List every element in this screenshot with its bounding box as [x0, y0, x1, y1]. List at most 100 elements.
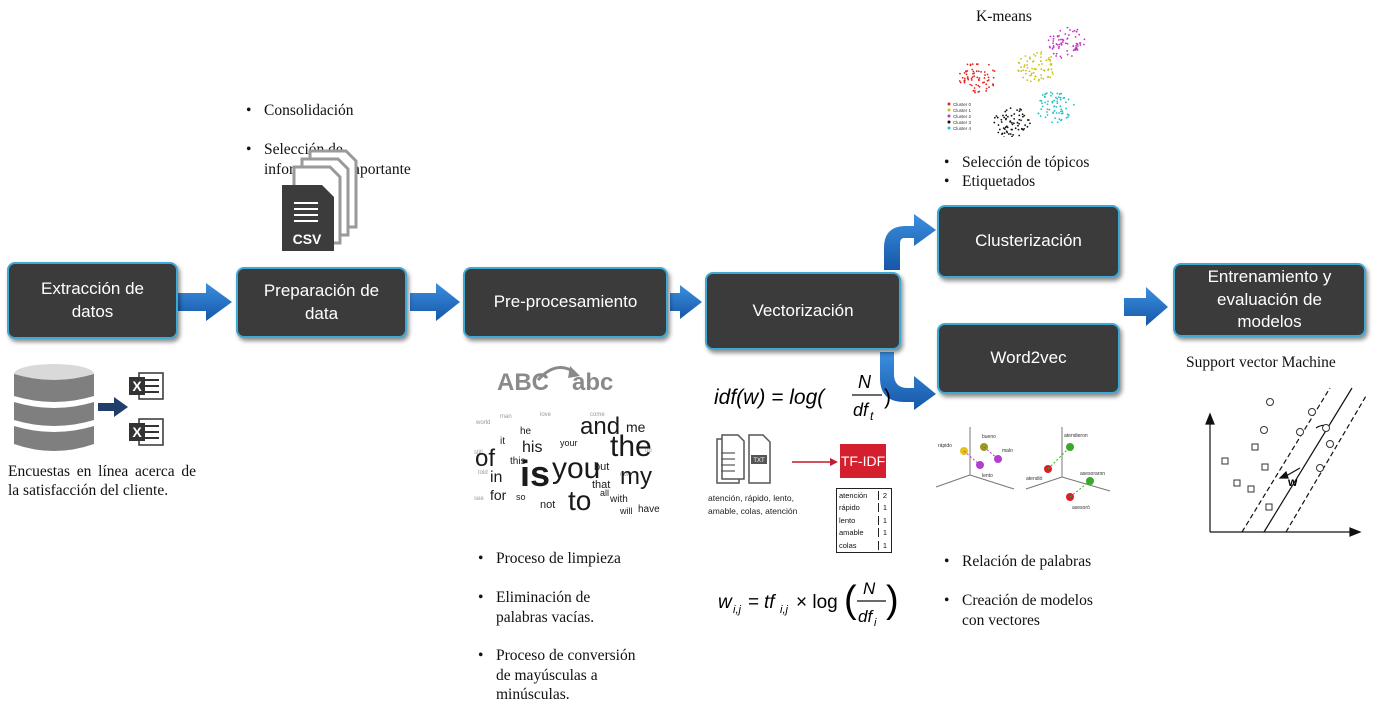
tfidf-term: lento [839, 515, 856, 525]
kmeans-point [1033, 78, 1036, 80]
svg-text:N: N [863, 579, 876, 598]
tfidf-value: 1 [878, 540, 891, 550]
step-preprocessing: Pre-procesamiento [463, 267, 668, 338]
kmeans-point [993, 121, 996, 124]
w2v-word: atendió [1026, 476, 1043, 482]
svg-text:man: man [500, 414, 512, 420]
kmeans-point [1043, 95, 1046, 98]
kmeans-point [1040, 74, 1043, 77]
kmeans-point [1067, 34, 1070, 36]
svg-text:with: with [609, 494, 628, 505]
clustering-note: Selección de tópicos [940, 153, 1140, 173]
arrow-extraction-to-preparation [178, 283, 232, 321]
svg-text:X: X [132, 378, 142, 394]
tfidf-value: 1 [878, 528, 891, 538]
kmeans-point [977, 78, 980, 81]
kmeans-point [1032, 71, 1035, 74]
kmeans-point [1048, 108, 1051, 111]
step-clustering: Clusterización [937, 205, 1120, 278]
excel-file-icon-1: X [129, 372, 164, 400]
word2vec-plot-right: atendieron atendió asesoraron asesoró [1025, 427, 1111, 511]
kmeans-legend-entry: Cluster 4 [953, 126, 972, 131]
kmeans-point [970, 84, 973, 87]
kmeans-point [1023, 64, 1026, 67]
kmeans-point [1049, 35, 1052, 38]
kmeans-point [975, 83, 978, 86]
kmeans-point [1010, 114, 1013, 117]
kmeans-point [1051, 121, 1053, 124]
kmeans-point [1050, 63, 1053, 65]
kmeans-point [1066, 37, 1069, 40]
kmeans-point [1073, 29, 1076, 32]
kmeans-point [1037, 112, 1040, 115]
kmeans-point [978, 90, 981, 93]
kmeans-point [1078, 42, 1081, 44]
kmeans-point [1001, 133, 1003, 135]
kmeans-point [970, 79, 973, 81]
kmeans-point [1057, 96, 1060, 99]
kmeans-point [1078, 33, 1081, 36]
step-word2vec-label: Word2vec [990, 348, 1067, 368]
kmeans-point [1040, 51, 1043, 54]
kmeans-point [1000, 121, 1003, 123]
kmeans-point [1060, 110, 1062, 113]
kmeans-point [1040, 77, 1043, 79]
kmeans-point [1059, 55, 1062, 58]
kmeans-point [1045, 92, 1048, 95]
kmeans-point [1072, 45, 1075, 47]
kmeans-point [1029, 122, 1031, 125]
word2vec-plot-left: bueno rápido malo lento [935, 427, 1015, 490]
svg-text:is: is [520, 453, 550, 494]
kmeans-point [1005, 130, 1008, 133]
kmeans-point [1046, 103, 1049, 106]
kmeans-point [1056, 97, 1059, 100]
kmeans-point [1021, 113, 1024, 116]
svg-text:love: love [540, 412, 552, 418]
kmeans-point [1022, 69, 1025, 72]
svg-text:): ) [884, 386, 891, 409]
kmeans-point [1083, 38, 1086, 41]
kmeans-point [1060, 43, 1063, 46]
excel-file-icon-2: X [129, 418, 164, 446]
kmeans-point [1012, 134, 1015, 136]
svm-w-label: w [1287, 475, 1298, 489]
tfidf-value: 2 [878, 490, 891, 500]
kmeans-point [1058, 34, 1060, 37]
kmeans-point [1060, 56, 1063, 59]
svm-plot: w [1205, 387, 1367, 537]
svg-text:of: of [475, 445, 495, 472]
database-icon [14, 364, 94, 451]
kmeans-point [1020, 108, 1022, 111]
w2v-word: asesoró [1072, 505, 1090, 511]
svg-text:in: in [490, 469, 502, 486]
kmeans-point [1058, 93, 1061, 96]
kmeans-point [970, 77, 973, 80]
w-formula: w i,j = tf i,j × log ( N df i ) [718, 579, 899, 629]
kmeans-point [1049, 76, 1052, 79]
preprocessing-notes: Proceso de limpieza Eliminación de palab… [474, 530, 684, 724]
kmeans-point [1050, 55, 1053, 58]
w2v-word: lento [982, 473, 993, 479]
svg-text:=: = [748, 592, 759, 613]
svg-text:my: my [620, 463, 652, 490]
kmeans-point [1066, 53, 1069, 56]
kmeans-point [983, 71, 986, 73]
kmeans-point [1043, 69, 1046, 72]
kmeans-point [1039, 115, 1042, 117]
w2v-word: asesoraron [1080, 471, 1105, 477]
kmeans-legend-entry: Cluster 0 [953, 102, 972, 107]
arrow-db-to-excel-icon [98, 397, 128, 417]
kmeans-point [1055, 96, 1057, 99]
kmeans-point [1026, 64, 1029, 66]
step-preparation: Preparación de data [236, 267, 407, 338]
kmeans-point [1056, 102, 1059, 105]
kmeans-point [1055, 112, 1058, 114]
kmeans-point [1026, 79, 1029, 82]
svg-text:not: not [540, 499, 555, 511]
kmeans-point [1059, 98, 1062, 101]
kmeans-point [982, 81, 984, 84]
kmeans-point [1018, 114, 1021, 117]
kmeans-point [1049, 60, 1052, 62]
